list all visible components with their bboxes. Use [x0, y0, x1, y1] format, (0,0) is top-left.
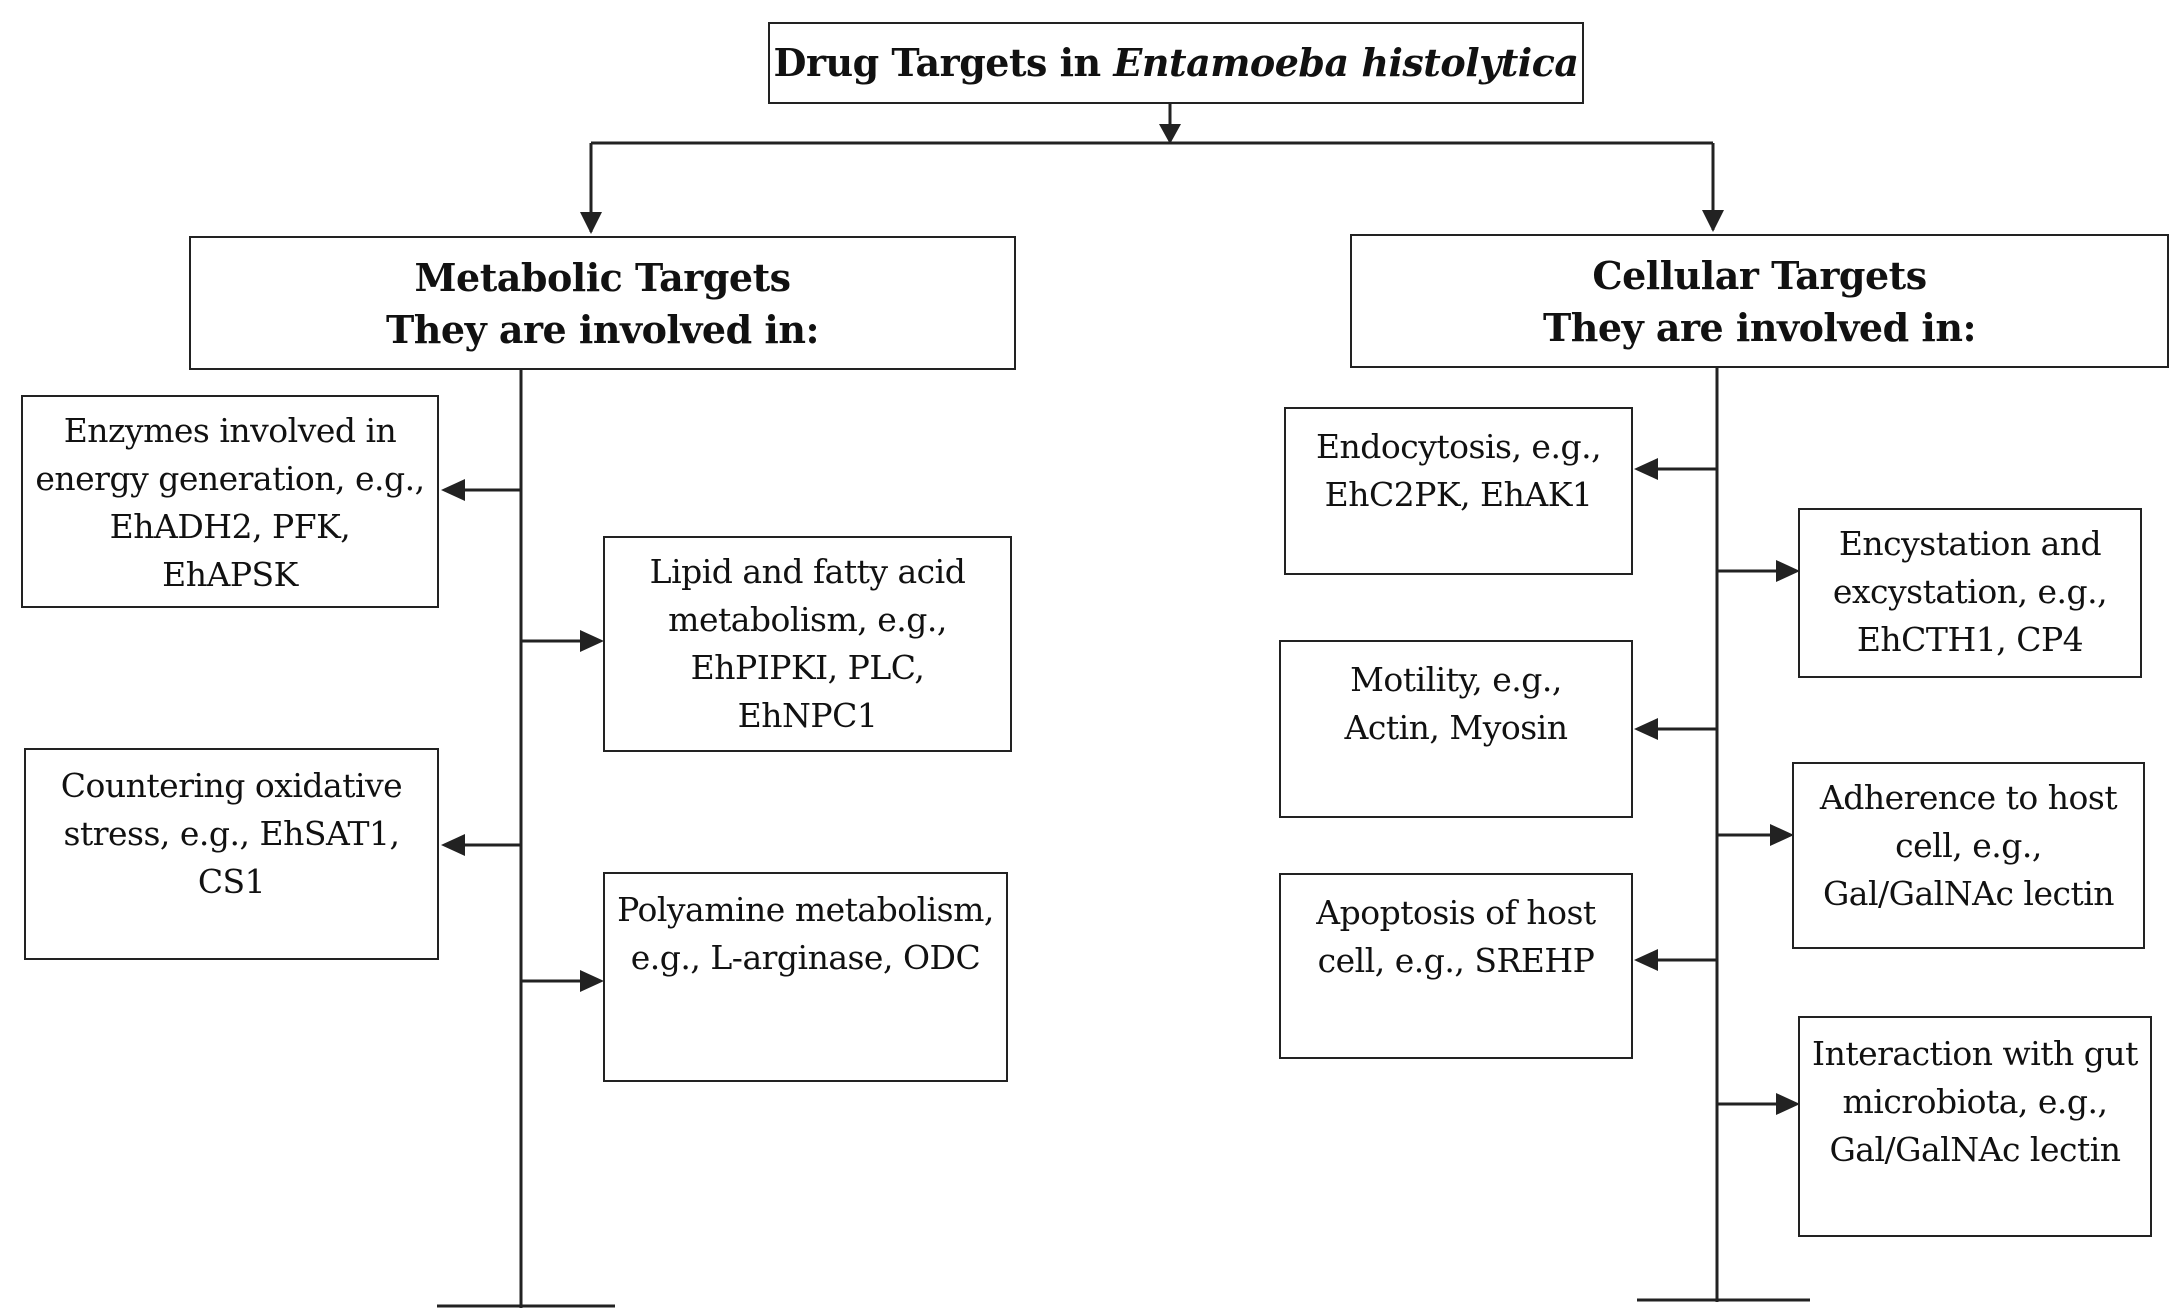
cellular-item-adherence: Adherence to host cell, e.g., Gal/GalNAc…: [1792, 762, 2145, 949]
item-line: Endocytosis, e.g.,: [1315, 427, 1602, 466]
cellular-item-microbiota: Interaction with gut microbiota, e.g., G…: [1798, 1016, 2152, 1237]
metabolic-item-lipid: Lipid and fatty acid metabolism, e.g., E…: [603, 536, 1012, 752]
item-line: microbiota, e.g.,: [1842, 1082, 2108, 1121]
metabolic-item-oxidative: Countering oxidative stress, e.g., EhSAT…: [24, 748, 439, 960]
title-italic: Entamoeba histolytica: [1113, 40, 1579, 85]
item-line: CS1: [197, 862, 266, 901]
arrowhead-endocytosis: [1634, 458, 1658, 480]
item-line: Actin, Myosin: [1344, 708, 1568, 747]
metabolic-subheading: They are involved in:: [385, 307, 820, 352]
item-line: Adherence to host: [1819, 778, 2118, 817]
title-text: Drug Targets in Entamoeba histolytica: [770, 37, 1582, 89]
item-line: Interaction with gut: [1812, 1034, 2138, 1073]
arrowhead-metabolic: [580, 212, 602, 234]
item-line: EhNPC1: [737, 696, 878, 735]
arrowhead-adherence: [1770, 824, 1794, 846]
item-line: Gal/GalNAc lectin: [1822, 874, 2115, 913]
cellular-header-box: Cellular Targets They are involved in:: [1350, 234, 2169, 368]
metabolic-item-polyamine: Polyamine metabolism, e.g., L-arginase, …: [603, 872, 1008, 1082]
cellular-subheading: They are involved in:: [1542, 305, 1977, 350]
arrowhead-polyamine: [580, 970, 604, 992]
cellular-heading: Cellular Targets: [1592, 253, 1927, 298]
arrowhead-apoptosis: [1634, 949, 1658, 971]
item-line: stress, e.g., EhSAT1,: [63, 814, 400, 853]
item-line: EhPIPKI, PLC,: [690, 648, 925, 687]
item-line: cell, e.g., SREHP: [1317, 941, 1595, 980]
arrowhead-energy: [441, 479, 465, 501]
item-line: EhCTH1, CP4: [1856, 620, 2084, 659]
arrowhead-oxidative: [441, 834, 465, 856]
cellular-item-endocytosis: Endocytosis, e.g., EhC2PK, EhAK1: [1284, 407, 1633, 575]
arrowhead-encystation: [1776, 560, 1800, 582]
arrowhead-title: [1159, 124, 1181, 144]
item-line: EhAPSK: [162, 555, 298, 594]
item-line: Enzymes involved in: [63, 411, 397, 450]
cellular-item-apoptosis: Apoptosis of host cell, e.g., SREHP: [1279, 873, 1633, 1059]
item-line: metabolism, e.g.,: [668, 600, 947, 639]
item-line: e.g., L-arginase, ODC: [630, 938, 981, 977]
title-prefix: Drug Targets in: [773, 40, 1114, 85]
item-line: Polyamine metabolism,: [617, 890, 994, 929]
title-box: Drug Targets in Entamoeba histolytica: [768, 22, 1584, 104]
metabolic-item-energy: Enzymes involved in energy generation, e…: [21, 395, 439, 608]
item-line: Lipid and fatty acid: [649, 552, 966, 591]
item-line: Apoptosis of host: [1316, 893, 1596, 932]
arrowhead-motility: [1634, 718, 1658, 740]
item-line: Gal/GalNAc lectin: [1829, 1130, 2121, 1169]
item-line: energy generation, e.g.,: [35, 459, 425, 498]
item-line: EhADH2, PFK,: [109, 507, 351, 546]
item-line: cell, e.g.,: [1895, 826, 2042, 865]
arrowhead-microbiota: [1776, 1093, 1800, 1115]
arrowhead-cellular: [1702, 210, 1724, 232]
metabolic-header-box: Metabolic Targets They are involved in:: [189, 236, 1016, 370]
item-line: EhC2PK, EhAK1: [1324, 475, 1593, 514]
arrowhead-lipid: [580, 630, 604, 652]
item-line: excystation, e.g.,: [1832, 572, 2108, 611]
item-line: Encystation and: [1838, 524, 2102, 563]
cellular-item-motility: Motility, e.g., Actin, Myosin: [1279, 640, 1633, 818]
cellular-item-encystation: Encystation and excystation, e.g., EhCTH…: [1798, 508, 2142, 678]
item-line: Motility, e.g.,: [1350, 660, 1562, 699]
metabolic-heading: Metabolic Targets: [414, 255, 791, 300]
item-line: Countering oxidative: [60, 766, 403, 805]
